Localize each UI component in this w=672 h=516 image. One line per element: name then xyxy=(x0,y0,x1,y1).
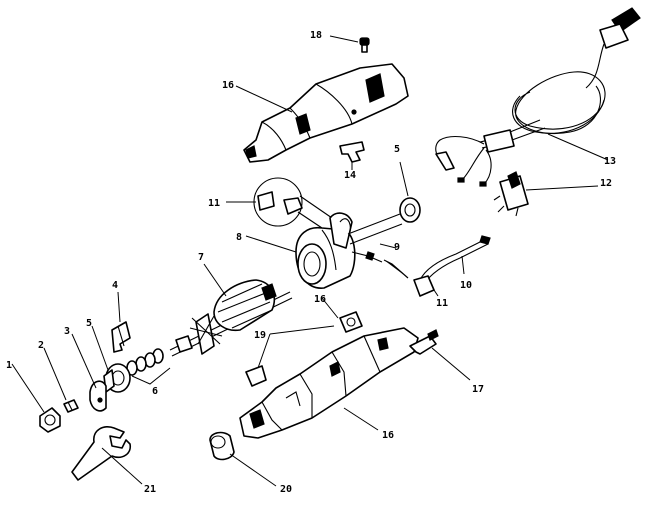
clip-4 xyxy=(111,291,131,353)
callout-12: 12 xyxy=(600,178,612,189)
brush-cap-19 xyxy=(245,325,335,387)
brush-cap-16 xyxy=(321,297,363,333)
callout-14: 14 xyxy=(344,170,356,181)
callout-21: 21 xyxy=(144,484,156,495)
callout-7: 7 xyxy=(198,252,204,263)
upper-housing xyxy=(235,63,409,163)
callout-8: 8 xyxy=(236,232,242,243)
nut-5 xyxy=(91,325,131,393)
callout-5-left: 5 xyxy=(86,318,92,329)
callout-11-bottom: 11 xyxy=(436,298,448,309)
callout-18: 18 xyxy=(310,30,322,41)
callout-11-top: 11 xyxy=(208,198,220,209)
callout-1: 1 xyxy=(6,360,12,371)
switch xyxy=(493,171,599,217)
lead-wire xyxy=(413,235,491,297)
switch-slide xyxy=(409,329,471,381)
callout-9: 9 xyxy=(394,242,400,253)
bracket-14 xyxy=(339,141,365,170)
armature xyxy=(169,263,293,357)
bearings xyxy=(126,348,171,385)
wrench xyxy=(71,426,143,485)
callout-labels: 18 16 14 5 13 12 11 8 9 10 11 7 4 16 19 … xyxy=(6,30,616,495)
collet-nut-1 xyxy=(11,363,61,433)
callout-13: 13 xyxy=(604,156,616,167)
callout-10: 10 xyxy=(460,280,472,291)
callout-17: 17 xyxy=(472,384,484,395)
power-cord xyxy=(435,7,641,187)
field-assembly xyxy=(245,212,356,289)
ring-20 xyxy=(209,431,277,487)
callout-19: 19 xyxy=(254,330,266,341)
callout-4: 4 xyxy=(112,280,118,291)
callout-6: 6 xyxy=(152,386,158,397)
callout-16-bottom: 16 xyxy=(382,430,394,441)
callout-20: 20 xyxy=(280,484,292,495)
washer-3 xyxy=(71,333,107,412)
callout-16-mid: 16 xyxy=(314,294,326,305)
field-wires xyxy=(347,161,421,279)
callout-16-top: 16 xyxy=(222,80,234,91)
collet-2 xyxy=(43,347,79,413)
callout-5-right: 5 xyxy=(394,144,400,155)
callout-2: 2 xyxy=(38,340,44,351)
screw-18 xyxy=(329,35,370,53)
brush-detail xyxy=(226,177,333,233)
callout-3: 3 xyxy=(64,326,70,337)
